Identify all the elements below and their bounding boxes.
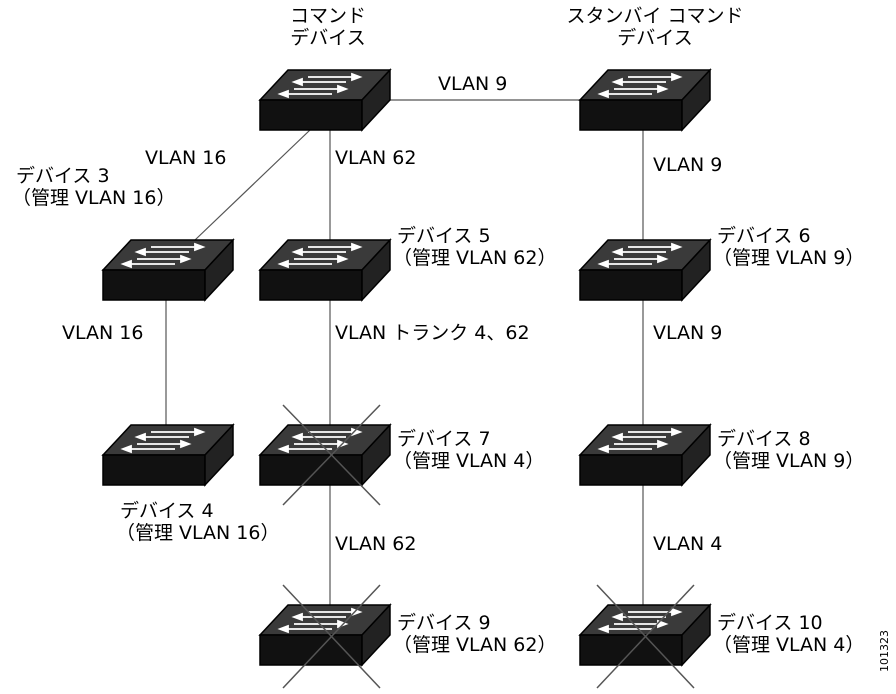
link-label-command-d3: VLAN 16 (145, 147, 227, 169)
d5-label: デバイス 5 （管理 VLAN 62） (393, 225, 557, 269)
d5-switch-icon (259, 239, 391, 301)
link-label-d3-d4: VLAN 16 (62, 322, 144, 344)
d7-name: デバイス 7 (397, 428, 491, 450)
d8-label: デバイス 8 （管理 VLAN 9） (713, 428, 864, 472)
d7-label: デバイス 7 （管理 VLAN 4） (393, 428, 544, 472)
d9-unreachable-x-icon (282, 584, 381, 689)
link-label-command-standby: VLAN 9 (438, 73, 508, 95)
link-command-d3 (194, 129, 311, 241)
unreachable-marks (282, 404, 695, 689)
d9-switch-icon (259, 604, 391, 666)
command-device-line2: デバイス (290, 27, 366, 49)
d10-label: デバイス 10 （管理 VLAN 4） (713, 612, 864, 656)
link-label-d6-d8: VLAN 9 (653, 322, 723, 344)
link-label-d8-d10: VLAN 4 (653, 533, 723, 555)
links (165, 99, 644, 605)
d10-name: デバイス 10 (717, 612, 823, 634)
d3-name: デバイス 3 (16, 165, 110, 187)
d10-unreachable-x-icon (596, 584, 695, 689)
d7-switch-icon (259, 424, 391, 486)
d6-label: デバイス 6 （管理 VLAN 9） (713, 225, 864, 269)
command-device-label: コマンド デバイス (258, 5, 398, 49)
d6-mgmt: （管理 VLAN 9） (713, 247, 865, 269)
d6-switch-icon (579, 239, 711, 301)
d8-switch-icon (579, 424, 711, 486)
d4-mgmt: （管理 VLAN 16） (116, 522, 280, 544)
standby-command-device-switch-icon (579, 69, 711, 131)
link-label-command-d5: VLAN 62 (335, 147, 417, 169)
standby-device-line2: デバイス (617, 27, 693, 49)
d3-mgmt: （管理 VLAN 16） (12, 187, 176, 209)
standby-device-line1: スタンバイ コマンド (566, 5, 744, 27)
d3-switch-icon (102, 239, 234, 301)
link-label-d7-d9: VLAN 62 (335, 533, 417, 555)
link-label-standby-d6: VLAN 9 (653, 154, 723, 176)
d4-name: デバイス 4 (120, 500, 214, 522)
d4-switch-icon (102, 424, 234, 486)
d9-mgmt: （管理 VLAN 62） (393, 634, 557, 656)
figure-id: 101323 (878, 630, 891, 672)
link-label-d5-d7: VLAN トランク 4、62 (335, 322, 530, 344)
d5-name: デバイス 5 (397, 225, 491, 247)
d3-label: デバイス 3 （管理 VLAN 16） (12, 165, 176, 209)
standby-command-device-label: スタンバイ コマンド デバイス (545, 5, 765, 49)
d9-label: デバイス 9 （管理 VLAN 62） (393, 612, 557, 656)
command-device-line1: コマンド (289, 5, 366, 27)
d8-mgmt: （管理 VLAN 9） (713, 450, 865, 472)
d4-label: デバイス 4 （管理 VLAN 16） (116, 500, 280, 544)
d8-name: デバイス 8 (717, 428, 811, 450)
command-device-switch-icon (259, 69, 391, 131)
d7-mgmt: （管理 VLAN 4） (393, 450, 545, 472)
d5-mgmt: （管理 VLAN 62） (393, 247, 557, 269)
d7-unreachable-x-icon (282, 404, 381, 506)
d6-name: デバイス 6 (717, 225, 811, 247)
d9-name: デバイス 9 (397, 612, 491, 634)
d10-mgmt: （管理 VLAN 4） (713, 634, 865, 656)
